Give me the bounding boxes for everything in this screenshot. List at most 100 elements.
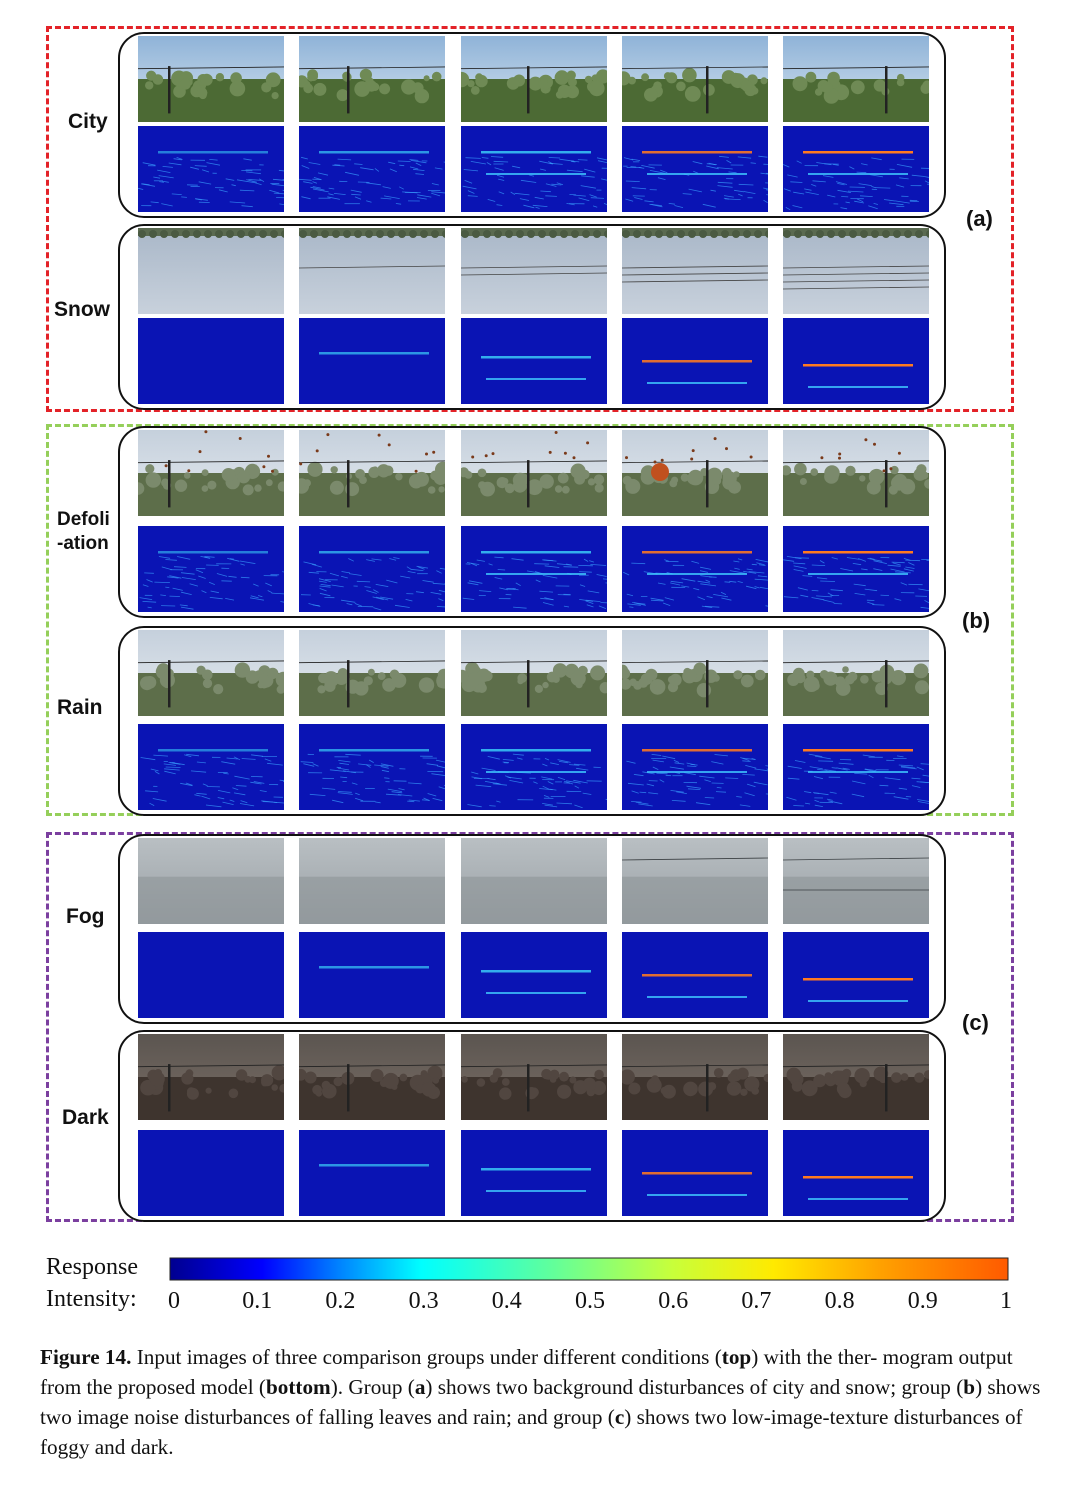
input-image-dark-5 bbox=[783, 1034, 929, 1120]
input-image-city-1 bbox=[138, 36, 284, 122]
thermogram-snow-4 bbox=[622, 318, 768, 404]
caption-text-3: ). Group ( bbox=[330, 1375, 415, 1399]
caption-text-4: ) shows two background disturbances of c… bbox=[425, 1375, 964, 1399]
row-label-city: City bbox=[68, 110, 108, 133]
colorbar-tick-label: 0.7 bbox=[741, 1288, 771, 1314]
colorbar-tick-label: 0.3 bbox=[409, 1288, 439, 1314]
thermogram-fog-2 bbox=[299, 932, 445, 1018]
thermogram-defol-1 bbox=[138, 526, 284, 612]
input-image-fog-1 bbox=[138, 838, 284, 924]
row-label-fog: Fog bbox=[66, 905, 105, 928]
row-label-defoliation-line1: Defoli bbox=[57, 509, 110, 530]
caption-bold-c: c bbox=[614, 1405, 625, 1429]
colorbar-tick-label: 0 bbox=[168, 1288, 180, 1314]
input-image-rain-4 bbox=[622, 630, 768, 716]
thermogram-rain-1 bbox=[138, 724, 284, 810]
input-image-fog-5 bbox=[783, 838, 929, 924]
input-image-defol-5 bbox=[783, 430, 929, 516]
input-image-defol-4 bbox=[622, 430, 768, 516]
row-label-defoliation: Defoli -ation bbox=[57, 508, 110, 556]
input-image-dark-2 bbox=[299, 1034, 445, 1120]
input-image-city-5 bbox=[783, 36, 929, 122]
thermogram-rain-3 bbox=[461, 724, 607, 810]
colorbar-title-line1: Response bbox=[46, 1254, 138, 1280]
row-label-dark: Dark bbox=[62, 1106, 109, 1129]
thermogram-city-1 bbox=[138, 126, 284, 212]
row-label-rain: Rain bbox=[57, 696, 103, 719]
input-image-city-3 bbox=[461, 36, 607, 122]
thermogram-defol-2 bbox=[299, 526, 445, 612]
thermogram-fog-3 bbox=[461, 932, 607, 1018]
input-image-fog-4 bbox=[622, 838, 768, 924]
thermogram-dark-2 bbox=[299, 1130, 445, 1216]
input-image-rain-2 bbox=[299, 630, 445, 716]
caption-text-2: ) with the ther- mogram output from the … bbox=[40, 1345, 1013, 1399]
caption-text-1: Input images of three comparison groups … bbox=[131, 1345, 722, 1369]
thermogram-dark-4 bbox=[622, 1130, 768, 1216]
thermogram-rain-2 bbox=[299, 724, 445, 810]
thermogram-dark-1 bbox=[138, 1130, 284, 1216]
colorbar-tick-label: 0.2 bbox=[325, 1288, 355, 1314]
input-image-defol-1 bbox=[138, 430, 284, 516]
group-c-label: (c) bbox=[962, 1010, 989, 1035]
input-image-snow-5 bbox=[783, 228, 929, 314]
input-image-fog-2 bbox=[299, 838, 445, 924]
input-image-rain-1 bbox=[138, 630, 284, 716]
thermogram-rain-4 bbox=[622, 724, 768, 810]
colorbar-tick-label: 0.6 bbox=[658, 1288, 688, 1314]
input-image-city-4 bbox=[622, 36, 768, 122]
thermogram-fog-4 bbox=[622, 932, 768, 1018]
caption-bold-top: top bbox=[721, 1345, 752, 1369]
caption-bold-a: a bbox=[414, 1375, 426, 1399]
thermogram-snow-5 bbox=[783, 318, 929, 404]
colorbar-tick-label: 0.9 bbox=[908, 1288, 938, 1314]
colorbar-tick-label: 0.5 bbox=[575, 1288, 605, 1314]
group-a-label: (a) bbox=[966, 206, 993, 231]
caption-text-6: ) shows two low-image-texture disturbanc… bbox=[40, 1405, 1023, 1459]
input-image-dark-1 bbox=[138, 1034, 284, 1120]
colorbar-tick-label: 1 bbox=[1000, 1288, 1012, 1314]
thermogram-dark-5 bbox=[783, 1130, 929, 1216]
colorbar-title-line2: Intensity: bbox=[46, 1286, 137, 1312]
input-image-snow-3 bbox=[461, 228, 607, 314]
row-label-defoliation-line2: -ation bbox=[57, 533, 109, 554]
caption-text-5: ) shows two image noise disturbances of … bbox=[40, 1375, 1041, 1429]
input-image-snow-4 bbox=[622, 228, 768, 314]
input-image-defol-2 bbox=[299, 430, 445, 516]
input-image-fog-3 bbox=[461, 838, 607, 924]
row-label-snow: Snow bbox=[54, 298, 110, 321]
figure-caption: Figure 14. Input images of three compari… bbox=[40, 1342, 1045, 1462]
thermogram-defol-5 bbox=[783, 526, 929, 612]
colorbar-gradient bbox=[169, 1257, 1009, 1281]
input-image-city-2 bbox=[299, 36, 445, 122]
caption-bold-bottom: bottom bbox=[265, 1375, 331, 1399]
group-a-frame bbox=[46, 26, 1014, 412]
caption-bold-b: b bbox=[963, 1375, 976, 1399]
caption-figure-label: Figure 14. bbox=[40, 1345, 132, 1369]
thermogram-defol-3 bbox=[461, 526, 607, 612]
thermogram-fog-5 bbox=[783, 932, 929, 1018]
thermogram-dark-3 bbox=[461, 1130, 607, 1216]
colorbar-tick-label: 0.4 bbox=[492, 1288, 522, 1314]
thermogram-rain-5 bbox=[783, 724, 929, 810]
thermogram-city-5 bbox=[783, 126, 929, 212]
input-image-rain-3 bbox=[461, 630, 607, 716]
thermogram-snow-2 bbox=[299, 318, 445, 404]
thermogram-snow-3 bbox=[461, 318, 607, 404]
thermogram-fog-1 bbox=[138, 932, 284, 1018]
thermogram-city-4 bbox=[622, 126, 768, 212]
group-b-label: (b) bbox=[962, 608, 991, 633]
thermogram-city-2 bbox=[299, 126, 445, 212]
input-image-defol-3 bbox=[461, 430, 607, 516]
colorbar-tick-label: 0.8 bbox=[825, 1288, 855, 1314]
input-image-dark-3 bbox=[461, 1034, 607, 1120]
input-image-snow-2 bbox=[299, 228, 445, 314]
thermogram-defol-4 bbox=[622, 526, 768, 612]
colorbar-tick-label: 0.1 bbox=[242, 1288, 272, 1314]
thermogram-city-3 bbox=[461, 126, 607, 212]
input-image-dark-4 bbox=[622, 1034, 768, 1120]
input-image-rain-5 bbox=[783, 630, 929, 716]
colorbar-ticks: 0 0.1 0.2 0.3 0.4 0.5 0.6 0.7 0.8 0.9 1 bbox=[168, 1288, 1012, 1314]
